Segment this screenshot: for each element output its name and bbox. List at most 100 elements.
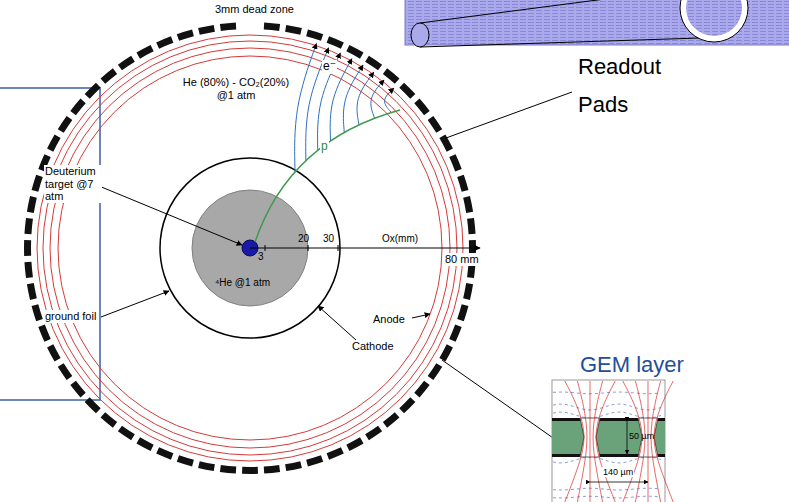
readout-pad xyxy=(38,325,50,342)
readout-inset xyxy=(680,0,748,42)
readout-pad xyxy=(136,45,153,59)
readout-pad xyxy=(101,412,118,427)
gas-label: He (80%) - CO₂(20%) @1 atm xyxy=(180,76,292,101)
leader-line xyxy=(99,92,572,440)
leader-line xyxy=(412,314,430,318)
readout-pad xyxy=(439,344,453,361)
electron-drift-line xyxy=(295,44,394,172)
readout-pad xyxy=(70,99,85,116)
readout-pad xyxy=(101,68,118,83)
readout-pad xyxy=(24,240,31,256)
readout-pad xyxy=(70,381,85,398)
dead-zone-label: 3mm dead zone xyxy=(215,3,294,16)
inset-title: Readout Pads xyxy=(578,48,688,124)
field-line xyxy=(596,381,615,502)
readout-pad xyxy=(47,134,61,151)
readout-pad xyxy=(264,22,280,31)
readout-pad xyxy=(463,196,473,213)
readout-pad xyxy=(220,465,236,474)
axis-title: Ox(mm) xyxy=(382,233,418,245)
readout-inset xyxy=(420,0,690,23)
target-label: Deuterium target @7 atm xyxy=(44,165,102,203)
readout-pad xyxy=(346,437,363,451)
axis-value: 30 xyxy=(323,233,334,245)
readout-pad xyxy=(439,134,453,151)
readout-pad xyxy=(264,465,280,474)
field-line xyxy=(593,381,603,502)
readout-pad xyxy=(47,344,61,361)
axis-line xyxy=(250,248,480,249)
equipotential-line xyxy=(553,412,661,418)
readout-pad xyxy=(399,397,415,413)
particle-label: e⁻ xyxy=(322,60,337,74)
equipotential-line xyxy=(553,404,661,410)
dimension-label: 50 µm xyxy=(629,431,654,441)
readout-inset xyxy=(686,0,742,36)
inset-title: GEM layer xyxy=(580,352,684,377)
electron-drift-line xyxy=(343,65,363,132)
readout-pad xyxy=(428,363,443,380)
leader-line xyxy=(101,291,169,317)
readout-pad xyxy=(27,283,37,300)
field-line xyxy=(654,381,673,502)
readout-pad xyxy=(285,25,302,35)
readout-inset xyxy=(411,23,429,47)
gem-closeup xyxy=(552,380,673,502)
chamber-cross-section xyxy=(24,22,480,474)
readout-pad xyxy=(399,83,415,99)
readout-pad xyxy=(449,154,461,171)
readout-pad xyxy=(383,412,400,427)
readout-pad xyxy=(32,175,43,192)
dimension-arrow xyxy=(627,421,628,454)
particle-label: p xyxy=(320,140,329,154)
field-line xyxy=(651,381,661,502)
readout-pad xyxy=(457,304,468,321)
equipotential-line xyxy=(553,488,661,490)
axis-tick xyxy=(265,245,266,251)
readout-pad xyxy=(285,461,302,471)
electron-drift-line xyxy=(318,53,341,150)
readout-pad xyxy=(27,196,37,213)
readout-pad xyxy=(346,45,363,59)
dimension-label: 80 mm xyxy=(444,253,480,266)
readout-pad xyxy=(58,363,73,380)
readout-pad xyxy=(58,116,73,133)
field-line xyxy=(635,381,645,502)
axis-tick xyxy=(308,245,309,251)
leader-line xyxy=(99,186,242,245)
readout-pad xyxy=(414,99,429,116)
readout-inset xyxy=(405,0,789,47)
readout-pad xyxy=(220,22,236,31)
readout-pad xyxy=(457,175,468,192)
readout-pad xyxy=(32,304,43,321)
field-line xyxy=(565,381,673,502)
leader-line xyxy=(318,306,356,340)
readout-inset xyxy=(420,38,700,47)
readout-pad xyxy=(24,218,33,234)
readout-pad xyxy=(428,116,443,133)
readout-pad xyxy=(365,426,382,441)
readout-pad xyxy=(198,461,215,471)
axis-value: 3 xyxy=(258,251,264,263)
axis-value: 20 xyxy=(298,233,309,245)
readout-pad xyxy=(365,56,382,71)
proton-track xyxy=(255,110,400,242)
readout-pad xyxy=(306,30,323,41)
equipotential-line xyxy=(553,457,661,463)
dimension-label: 140 µm xyxy=(602,467,634,477)
readout-pad xyxy=(467,218,476,234)
field-line xyxy=(590,381,591,502)
readout-pad xyxy=(306,455,323,466)
gas-label: ⁴He @1 atm xyxy=(215,277,270,289)
readout-pad xyxy=(136,437,153,451)
part-label: Anode xyxy=(373,313,405,326)
readout-pad xyxy=(118,56,135,71)
readout-pad xyxy=(85,397,101,413)
part-label: ground foil xyxy=(44,310,97,323)
readout-pad xyxy=(449,325,461,342)
axis-tick xyxy=(338,245,339,251)
readout-pad xyxy=(242,467,258,474)
readout-pad xyxy=(85,83,101,99)
readout-pad xyxy=(414,381,429,398)
